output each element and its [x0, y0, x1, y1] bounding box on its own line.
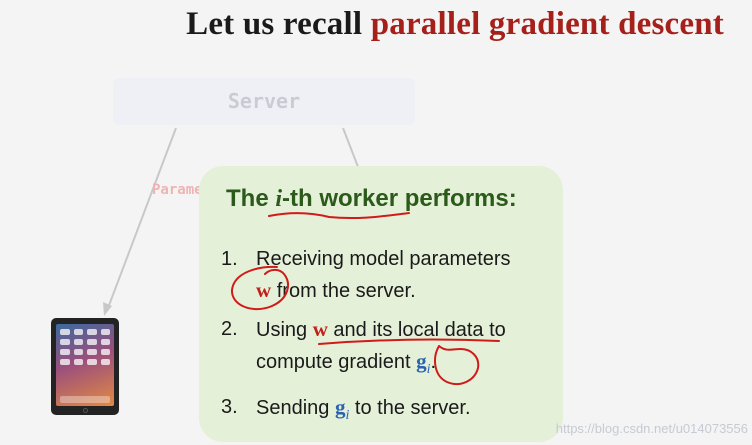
- step-text: from the server.: [271, 280, 416, 302]
- steps-list: 1. Receiving model parameters w from the…: [221, 244, 557, 438]
- ink-circle-gradient: [434, 345, 480, 386]
- title-prefix: Let us recall: [186, 6, 371, 42]
- step-number: 3.: [221, 396, 238, 419]
- step-text: and its local data to: [327, 319, 506, 341]
- step-text: Using: [256, 319, 313, 341]
- step-text: compute gradient: [256, 351, 417, 373]
- step-text: to the server.: [349, 397, 471, 420]
- tablet-dock: [60, 396, 110, 403]
- var-gradient: gi: [334, 395, 350, 424]
- tablet-home-button: [82, 408, 88, 413]
- var-gradient: gi: [416, 349, 431, 378]
- tablet-screen: [56, 324, 114, 406]
- var-w: w: [256, 278, 272, 302]
- server-box: Server: [113, 78, 415, 125]
- var-w: w: [312, 317, 328, 341]
- card-title: The i-th worker performs:: [226, 185, 517, 212]
- step-item: 1. Receiving model parameters w from the…: [221, 244, 557, 307]
- step-number: 2.: [221, 318, 238, 340]
- step-number: 1.: [221, 248, 238, 270]
- title-accent: parallel gradient descent: [370, 6, 724, 42]
- step-text: Sending: [256, 397, 335, 420]
- arrow-to-worker: [342, 127, 361, 173]
- title-italic-i: i: [275, 186, 283, 212]
- ink-circle-w: [230, 265, 289, 311]
- ink-annotations: [230, 212, 500, 386]
- arrow-label: Parameters: [152, 182, 208, 198]
- arrow-head-icon: [103, 302, 112, 316]
- slide-title: Let us recall parallel gradient descent: [0, 6, 752, 43]
- step-item: 2. Using w and its local data to compute…: [221, 314, 557, 385]
- watermark: https://blog.csdn.net/u014073556: [555, 421, 748, 436]
- arrow-server-to-tablet: [107, 127, 177, 309]
- server-label: Server: [227, 89, 301, 113]
- worker-card: The i-th worker performs: 1. Receiving m…: [199, 166, 563, 442]
- ink-underline-title: [268, 212, 410, 220]
- step-item: 3. Sending gi to the server.: [221, 392, 557, 431]
- step-text: Receiving model parameters: [256, 248, 511, 270]
- ink-underline-using: [318, 338, 500, 345]
- tablet-icon: [51, 318, 119, 415]
- tablet-app-grid: [60, 329, 110, 365]
